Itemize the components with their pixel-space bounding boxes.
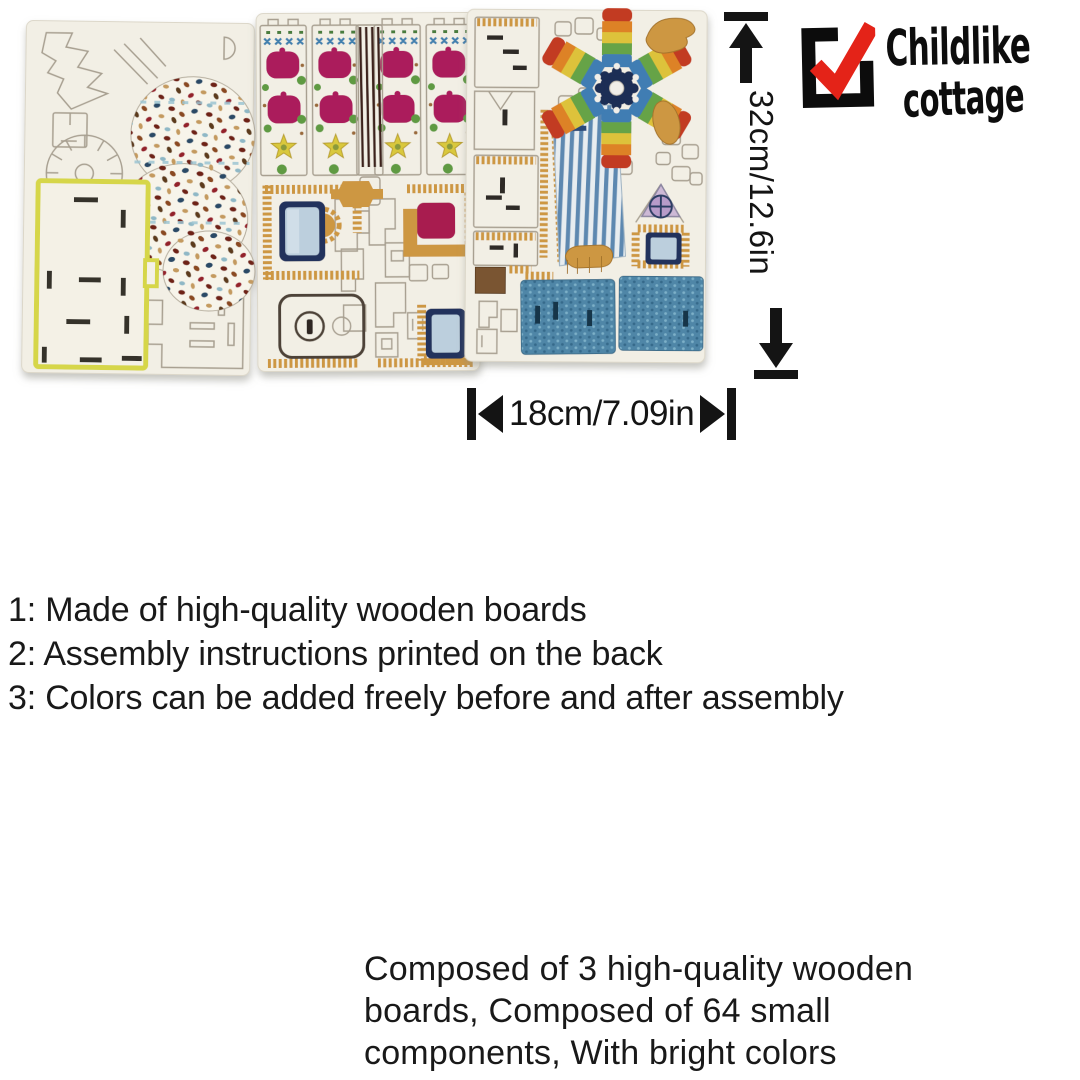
feature-list: 1: Made of high-quality wooden boards 2:… [8, 588, 1038, 720]
feature-line-1: 1: Made of high-quality wooden boards [8, 591, 587, 629]
board-3-cut-outlines [472, 16, 703, 355]
tan-pieces [311, 180, 468, 257]
brand-logo: Childlike cottage [797, 13, 1080, 130]
brand-name: Childlike cottage [884, 16, 1080, 130]
board-2 [255, 11, 481, 373]
lock-piece [278, 293, 366, 359]
window-piece-3 [645, 232, 682, 265]
tan-blob-pieces [564, 17, 696, 274]
product-description: Composed of 3 high-quality wooden boards… [364, 948, 1004, 1074]
product-photo [21, 8, 708, 376]
feature-line-3: 3: Colors can be added freely before and… [8, 679, 844, 717]
feature-line-2: 2: Assembly instructions printed on the … [8, 635, 663, 673]
tan-fringes [475, 18, 690, 280]
description-line-3: components, With bright colors [364, 1034, 837, 1072]
description-line-1: Composed of 3 high-quality wooden [364, 950, 914, 988]
board-3 [464, 8, 708, 364]
height-arrow-down-icon [754, 308, 798, 379]
width-dimension: 18cm/7.09in [467, 387, 737, 441]
board-1 [21, 20, 256, 376]
width-label: 18cm/7.09in [509, 394, 695, 433]
height-label: 32cm/12.6in [743, 90, 780, 276]
slot-marks [485, 35, 527, 258]
width-arrow-right-icon [700, 388, 737, 440]
dark-rod-pieces [358, 26, 383, 168]
width-arrow-left-icon [467, 388, 503, 440]
brown-piece [474, 266, 506, 294]
gable-window-piece [640, 183, 682, 219]
checkbox-checkmark-icon [801, 21, 877, 108]
description-line-2: boards, Composed of 64 small [364, 992, 831, 1030]
magenta-square-piece [417, 202, 456, 239]
blue-roof-panels [520, 275, 704, 355]
height-dimension: 32cm/12.6in [718, 12, 810, 379]
yellow-frame-panel [33, 178, 160, 371]
confetti-printed-pieces [119, 76, 256, 312]
rainbow-pinwheel [539, 8, 694, 169]
window-piece-1 [279, 201, 326, 262]
height-arrow-up-icon [724, 12, 768, 83]
brand-name-line1: Childlike [884, 16, 1031, 78]
window-piece-2 [425, 308, 466, 359]
brand-name-line2: cottage [902, 68, 1025, 130]
